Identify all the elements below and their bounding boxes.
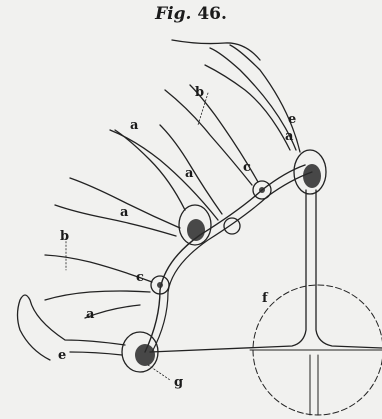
tentacle-12 [45, 291, 150, 300]
label-g: g [174, 375, 183, 390]
label-e1: e [288, 112, 296, 127]
tentacle-10 [55, 205, 176, 236]
main-stem-right [316, 190, 382, 348]
tentacle-curl [18, 295, 126, 360]
leader-g [148, 365, 170, 380]
label-e2: e [58, 348, 66, 363]
tentacle-bottom [70, 352, 122, 355]
label-c2: c [136, 270, 144, 285]
tentacle-9 [70, 178, 180, 228]
bud-c-middle [224, 218, 240, 234]
polyp-core-top [303, 164, 321, 188]
label-c1: c [243, 160, 251, 175]
label-f: f [262, 291, 269, 306]
main-stem [150, 190, 306, 352]
bud-core-lower [157, 282, 163, 288]
label-b1: b [195, 85, 204, 100]
tentacle-5 [165, 90, 252, 185]
label-a1: a [130, 118, 139, 133]
colony-axis-inner [152, 172, 312, 352]
label-b2: b [60, 229, 69, 244]
label-a5: a [285, 129, 294, 144]
label-a3: a [120, 205, 129, 220]
bud-core-upper [259, 187, 265, 193]
label-a2: a [185, 166, 194, 181]
polyp-core-bottom [135, 344, 155, 366]
polyp-core-middle [187, 219, 205, 241]
colony-axis [145, 165, 305, 352]
label-a4: a [86, 307, 95, 322]
